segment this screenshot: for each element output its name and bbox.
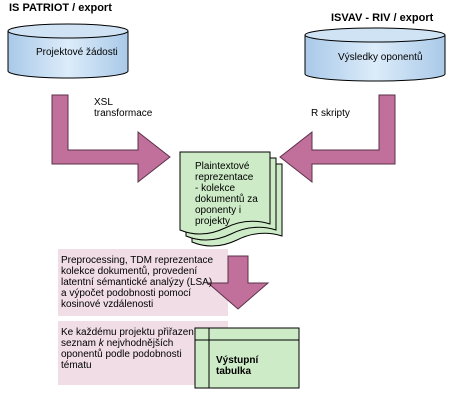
result-text-line1: Ke každému projektu přiřazen	[61, 327, 194, 338]
transformation-label: transformace	[94, 108, 153, 119]
result-text-seznam: seznam	[61, 338, 99, 349]
result-text-k: k	[98, 338, 104, 349]
processing-text-line4: a výpočet podobnosti pomocí	[61, 288, 192, 299]
xsl-label: XSL	[94, 97, 113, 108]
documents-text-line4: dokumentů za	[195, 194, 258, 205]
processing-text-line2: kolekce dokumentů, provedení	[61, 266, 198, 277]
result-text-line3: oponentů podle podobnosti	[61, 349, 182, 360]
documents-text-line6: projekty	[195, 216, 231, 227]
documents-text-line1: Plaintextové	[195, 161, 250, 172]
left-database-label: Projektové žádosti	[36, 47, 118, 58]
processing-text-line1: Preprocessing, TDM reprezentace	[61, 255, 214, 266]
left-bent-arrow	[51, 94, 171, 184]
processing-box-bg	[58, 249, 228, 316]
right-database-cylinder	[304, 27, 446, 82]
processing-text-line3: latentní sémantické analýzy (LSA)	[61, 277, 213, 288]
result-text-nejvhodnejsich: nejvhodnějších	[103, 338, 174, 349]
document-stack	[179, 151, 283, 247]
output-table-label-line2: tabulka	[216, 366, 252, 377]
right-database-label: Výsledky oponentů	[338, 52, 423, 63]
documents-text-line2: reprezentace	[195, 172, 254, 183]
result-text-line4: tématu	[61, 360, 92, 371]
right-source-heading: ISVAV - RIV / export	[331, 12, 434, 24]
documents-text-line5: oponenty i	[195, 205, 242, 216]
output-table-label-line1: Výstupní	[216, 355, 259, 366]
left-database-cylinder	[7, 23, 129, 79]
left-source-heading: IS PATRIOT / export	[9, 2, 112, 14]
result-text-line2: seznam k nejvhodnějších	[61, 338, 173, 349]
right-bent-arrow	[279, 94, 396, 184]
r-scripts-label: R skripty	[311, 108, 350, 119]
down-arrow	[206, 255, 270, 310]
processing-text-line5: kosinové vzdálenosti	[61, 299, 154, 310]
documents-text-line3: - kolekce	[195, 183, 236, 194]
output-table-shape	[194, 327, 300, 389]
